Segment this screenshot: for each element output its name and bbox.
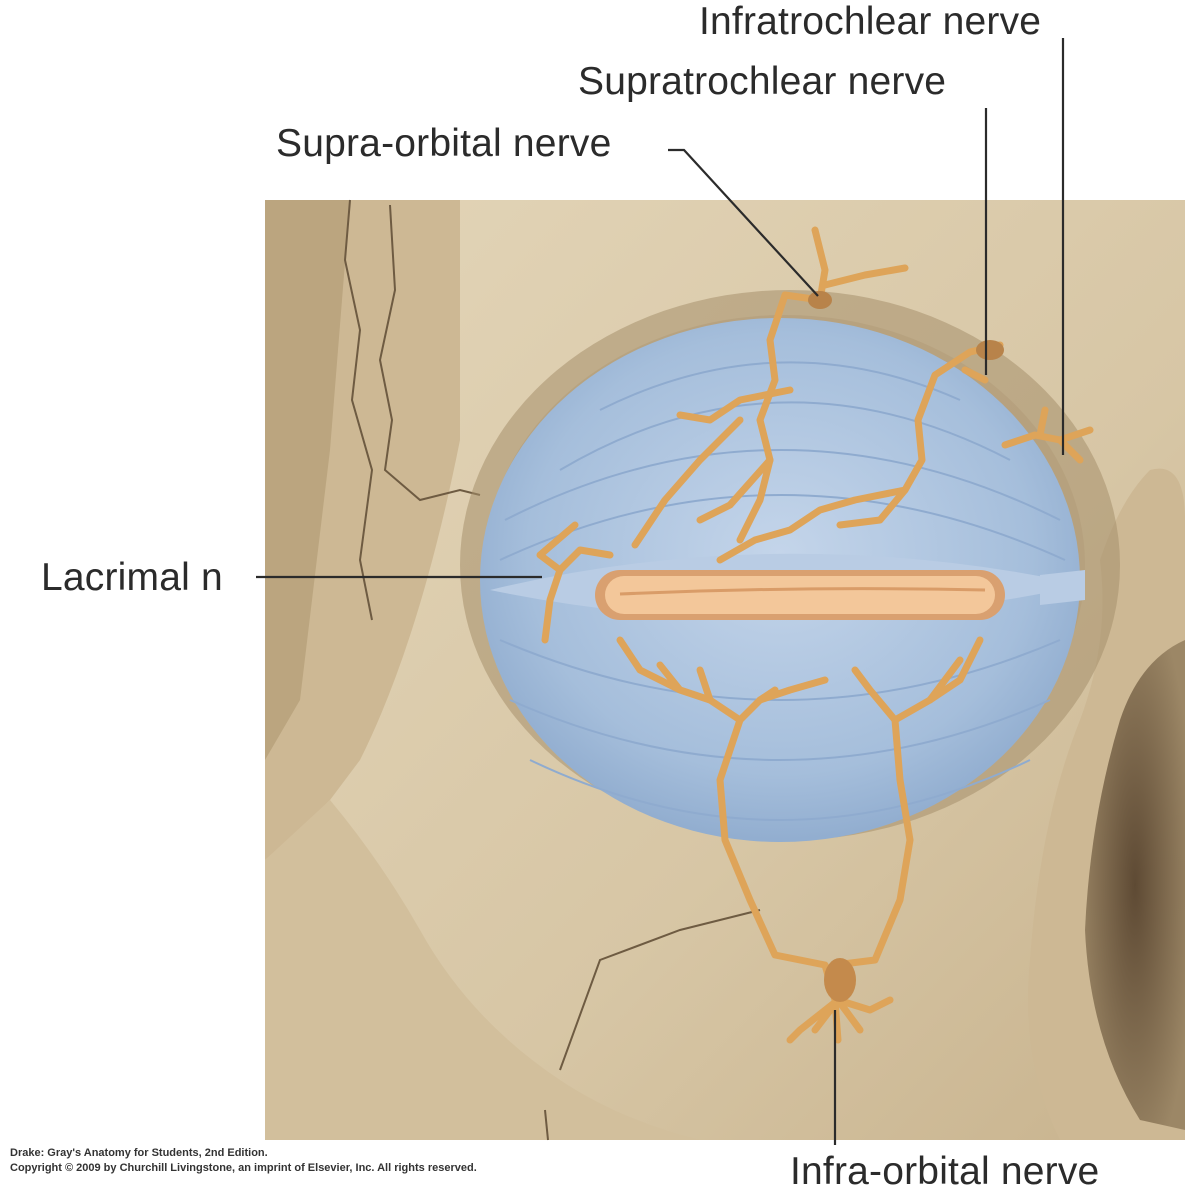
- credit-source: Drake: Gray's Anatomy for Students, 2nd …: [10, 1147, 268, 1159]
- palpebral-fissure: [595, 570, 1005, 620]
- supratrochlear-nerve-label: Supratrochlear nerve: [578, 60, 947, 103]
- supraorbital-leader: [668, 148, 819, 297]
- lacrimal-nerve-label: Lacrimal n: [41, 556, 223, 599]
- supraorbital-nerve-label: Supra-orbital nerve: [276, 122, 612, 165]
- infratrochlear-nerve-label: Infratrochlear nerve: [699, 0, 1042, 43]
- leader-lines: [256, 38, 1065, 1145]
- copyright-credit: Drake: Gray's Anatomy for Students, 2nd …: [10, 1146, 477, 1176]
- credit-copyright: Copyright © 2009 by Churchill Livingston…: [10, 1162, 477, 1174]
- foramina: [808, 291, 1004, 1002]
- infraorbital-nerve-label: Infra-orbital nerve: [790, 1150, 1100, 1193]
- nerves: [536, 226, 1094, 1044]
